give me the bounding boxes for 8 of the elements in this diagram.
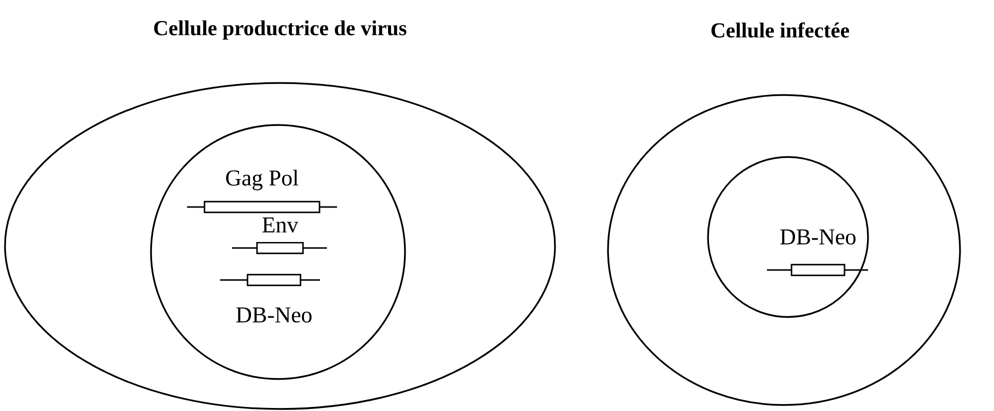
- cell-title: Cellule productrice de virus: [154, 20, 406, 40]
- gene-label: DB-Neo: [236, 307, 312, 323]
- gene-label: Gag Pol: [226, 170, 298, 190]
- nucleus-circle: [150, 124, 406, 380]
- gene-label: Env: [262, 217, 298, 233]
- cell-title: Cellule infectée: [711, 22, 850, 38]
- gene-label: DB-Neo: [780, 229, 856, 245]
- nucleus-circle: [707, 156, 869, 318]
